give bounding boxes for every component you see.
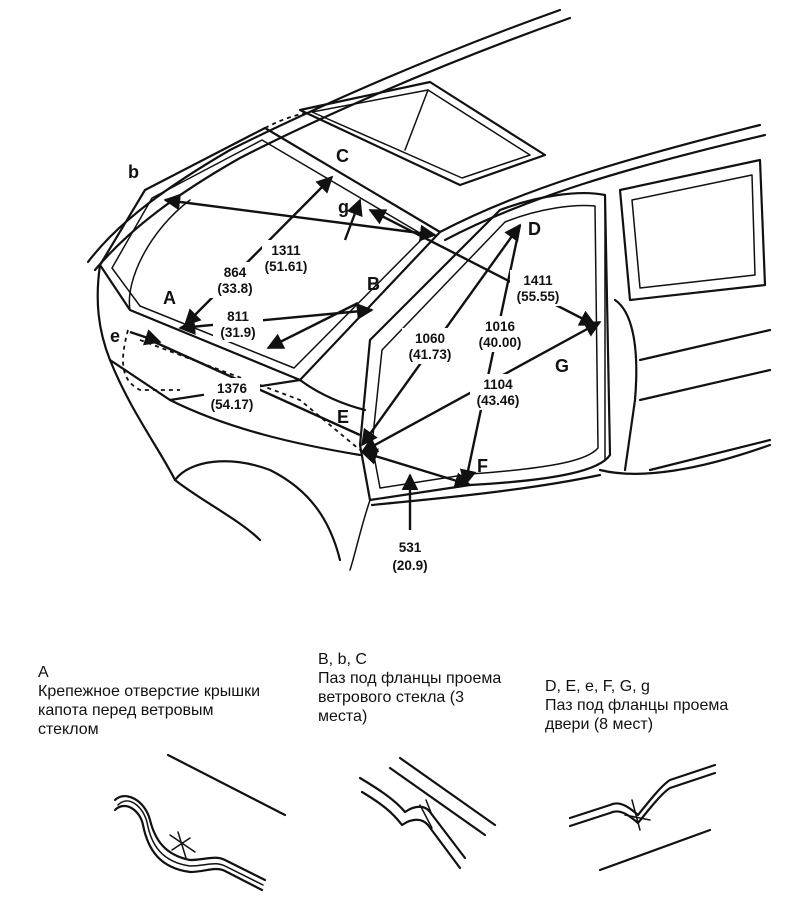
dim-1016: 1016 [485,319,516,334]
label-G: G [555,356,569,376]
dim-811-sub: (31.9) [220,325,255,340]
label-E: E [337,407,349,427]
detail-sketch-b [358,756,497,870]
label-A: A [163,288,176,308]
legend-a: A Крепежное отверстие крышки капота пере… [38,663,298,739]
legend-a-key: A [38,664,49,681]
legend-c-key: D, E, e, F, G, g [545,678,650,695]
legend-b-key: B, b, C [318,651,367,668]
label-g: g [338,197,349,217]
label-B: B [367,274,380,294]
dim-1060-sub: (41.73) [409,347,452,362]
dim-1060: 1060 [415,331,445,346]
label-F: F [477,456,488,476]
car-body-outline [86,8,772,571]
dim-1311: 1311 [271,243,301,258]
detail-sketch-c [568,763,717,872]
legend-c: D, E, e, F, G, g Паз под фланцы проема д… [545,677,765,734]
dim-1376-sub: (54.17) [211,397,254,412]
dim-1376: 1376 [217,381,248,396]
label-D: D [528,219,541,239]
dim-1411: 1411 [523,273,553,288]
point-labels: b C g D A B e G E F [110,146,569,476]
dim-1411-sub: (55.55) [517,289,560,304]
detail-sketch-a [113,753,287,892]
legend-b-text: Паз под фланцы проема ветрового стекла (… [318,670,502,725]
label-b: b [128,162,139,182]
dim-531-sub: (20.9) [392,558,427,573]
dim-531: 531 [399,540,422,555]
dim-1016-sub: (40.00) [479,335,522,350]
legend-c-text: Паз под фланцы проема двери (8 мест) [545,697,729,733]
legend-a-text: Крепежное отверстие крышки капота перед … [38,683,261,738]
label-e: e [110,326,120,346]
dim-811: 811 [227,309,249,324]
legend-b: B, b, C Паз под фланцы проема ветрового … [318,650,538,726]
dim-1104: 1104 [483,377,513,392]
dim-864: 864 [224,265,247,280]
dim-1104-sub: (43.46) [477,393,520,408]
dim-1311-sub: (51.61) [265,259,308,274]
dim-864-sub: (33.8) [217,281,252,296]
label-C: C [336,146,349,166]
dimension-labels: 1311 (51.61) 864 (33.8) 811 (31.9) 1376 … [204,240,566,573]
